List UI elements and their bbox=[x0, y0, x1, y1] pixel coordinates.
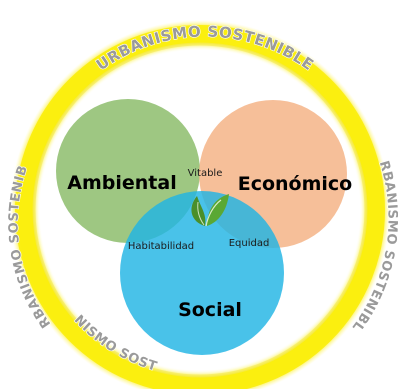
label-social: Social bbox=[178, 299, 242, 321]
leaf-icon bbox=[191, 194, 229, 227]
label-equidad: Equidad bbox=[229, 238, 270, 249]
ring-inner-shade bbox=[32, 42, 368, 378]
label-ambiental: Ambiental bbox=[67, 172, 176, 194]
circle-social bbox=[120, 191, 284, 355]
sustainable-ring-band bbox=[15, 25, 385, 389]
label-economico: Económico bbox=[238, 173, 353, 195]
label-habitabilidad: Habitabilidad bbox=[128, 241, 194, 252]
label-vitable: Vitable bbox=[188, 168, 223, 179]
